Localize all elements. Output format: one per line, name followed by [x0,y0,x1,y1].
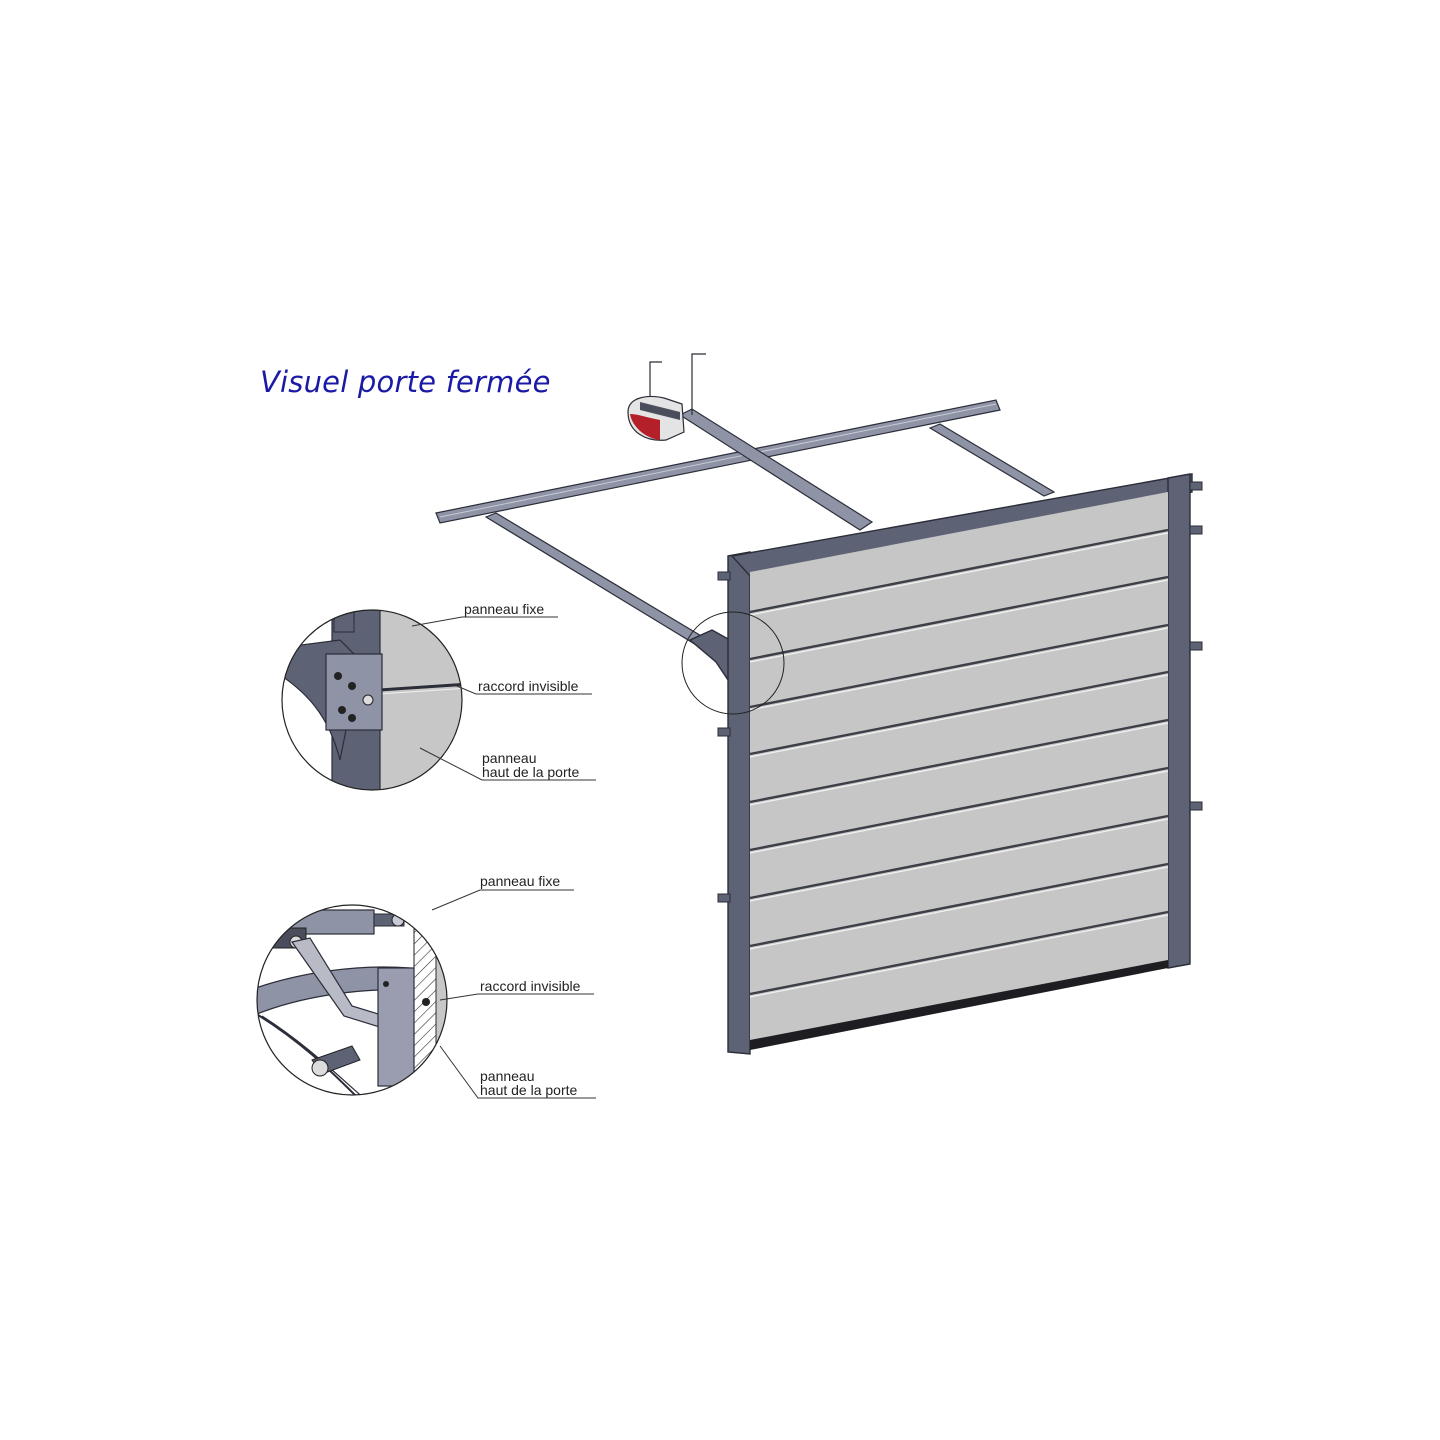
main-track-rail [678,408,874,531]
door-bottom-seal [750,960,1168,1050]
cross-rail [435,399,1001,524]
label-door-top-line1-bottom: panneau [480,1068,535,1084]
garage-door [681,473,1203,1055]
label-fixed-panel-top: panneau fixe [464,601,544,617]
detail-top: panneau fixe raccord invisible panneau h… [281,601,596,791]
label-door-top-line2-top: haut de la porte [482,764,580,780]
hanger-bracket-right [691,353,706,415]
label-joint-top: raccord invisible [478,678,579,694]
label-door-top-line2-bottom: haut de la porte [480,1082,578,1098]
label-door-top-line1-top: panneau [482,750,537,766]
side-rail-left [484,512,710,647]
door-panel [750,492,1168,1046]
arm-bracket [688,629,731,683]
leader-joint-bottom [439,993,594,1001]
ceiling-rail-assembly [435,353,1056,683]
label-fixed-panel-bottom: panneau fixe [480,873,560,889]
door-frame-right-post [1167,473,1191,969]
door-frame-left-post [727,551,751,1055]
leader-fixed-panel-bottom [431,889,574,911]
detail-magnifier-circle [681,611,785,715]
label-joint-bottom: raccord invisible [480,978,581,994]
door-frame-header [730,473,1193,577]
detail-top-circle [281,609,463,791]
leader-joint-top [451,683,592,695]
leader-fixed-panel-top [411,616,558,627]
motor-light [630,414,660,440]
detail-bottom-circle [256,904,448,1096]
diagram-title: Visuel porte fermée [260,365,551,399]
motor-unit [627,395,685,441]
wall-fixing-tabs [717,481,1203,903]
leader-door-top-top [419,747,596,781]
door-panel-ribs [749,528,1169,998]
side-rail-right [928,423,1056,497]
leader-door-top-bottom [439,1045,596,1099]
detail-bottom: panneau fixe raccord invisible panneau h… [256,873,596,1099]
